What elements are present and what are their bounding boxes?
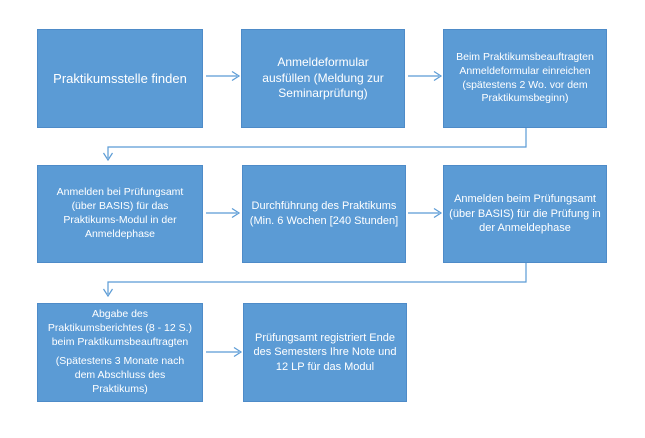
flow-step-fill-registration-form: Anmeldeformular ausfüllen (Meldung zur S…	[241, 29, 405, 128]
flow-step-report-main-text: Abgabe des Praktikumsberichtes (8 - 12 S…	[47, 308, 193, 349]
elbow-connector-row1-to-row2	[102, 128, 527, 162]
arrow-right-row3-1	[206, 346, 243, 358]
arrow-right-row1-2	[408, 70, 443, 82]
arrow-right-row2-1	[206, 207, 241, 219]
flow-step-find-internship: Praktikumsstelle finden	[37, 29, 203, 128]
flow-step-carry-out-internship: Durchführung des Praktikums (Min. 6 Woch…	[242, 165, 406, 263]
elbow-connector-row2-to-row3	[102, 263, 527, 298]
flow-step-submit-internship-report: Abgabe des Praktikumsberichtes (8 - 12 S…	[37, 303, 203, 402]
flow-step-register-exam-exam-office: Anmelden beim Prüfungsamt (über BASIS) f…	[443, 165, 607, 263]
flow-step-exam-office-registers-grade: Prüfungsamt registriert Ende des Semeste…	[243, 303, 407, 402]
flow-step-submit-form-to-coordinator: Beim Praktikumsbeauftragten Anmeldeformu…	[443, 29, 607, 128]
arrow-right-row1-1	[206, 70, 241, 82]
flow-step-register-module-exam-office: Anmelden bei Prüfungsamt (über BASIS) fü…	[37, 165, 203, 263]
flow-step-report-deadline-note: (Spätestens 3 Monate nach dem Abschluss …	[55, 355, 185, 395]
arrow-right-row2-2	[408, 207, 443, 219]
